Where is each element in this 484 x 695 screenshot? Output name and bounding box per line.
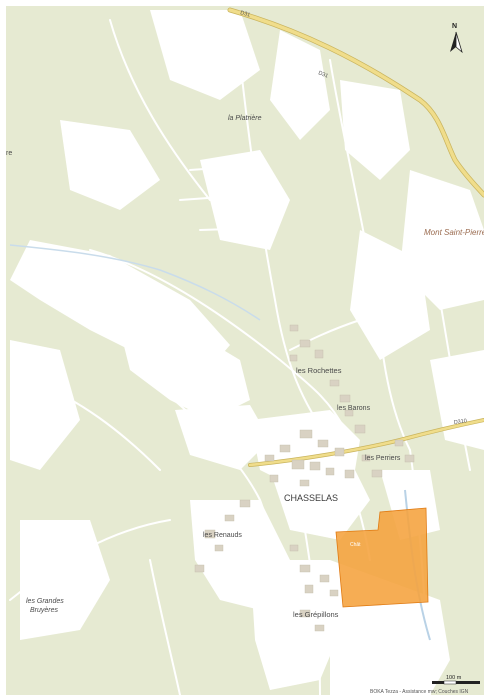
building <box>299 479 310 487</box>
building <box>319 574 330 583</box>
place-bruyeres-line2: Bruyères <box>30 607 59 614</box>
path-main-ns <box>239 59 371 561</box>
path-west-1 <box>29 379 161 471</box>
building <box>299 429 313 439</box>
field-south-2 <box>250 560 345 690</box>
building <box>314 624 325 632</box>
building <box>224 514 235 522</box>
building <box>299 609 311 618</box>
building <box>239 499 251 508</box>
path-grid-2 <box>179 194 251 201</box>
highlighted-zone[interactable] <box>335 507 429 608</box>
building <box>344 409 354 417</box>
building <box>204 529 216 539</box>
building <box>339 394 351 403</box>
building <box>334 447 345 457</box>
building <box>289 544 299 552</box>
place-la-platriere: la Platrière <box>228 115 262 122</box>
field-center-1 <box>120 330 250 420</box>
building <box>269 474 279 483</box>
field-west-strip <box>60 270 175 320</box>
place-edge-left: re <box>6 150 12 157</box>
north-arrow-left <box>450 32 456 52</box>
road-label-d310: D310 <box>453 418 467 426</box>
path-north-east <box>329 59 411 451</box>
building <box>291 459 305 470</box>
building <box>279 444 291 453</box>
map-buildings <box>194 324 415 632</box>
map-stream <box>9 244 261 321</box>
north-arrow-right <box>455 31 463 54</box>
building <box>299 564 311 573</box>
map-paths <box>9 19 471 695</box>
building <box>264 454 275 462</box>
building <box>289 354 298 362</box>
map-attribution: BOKA Tezza - Assistance mw; Couches IGN <box>370 689 469 695</box>
building <box>361 454 371 462</box>
building <box>304 584 314 594</box>
place-les-grepillons: les Grépillons <box>293 610 339 619</box>
building <box>299 339 311 348</box>
field-village-2 <box>270 460 370 540</box>
map-left-margin <box>0 0 6 695</box>
path-village-sw <box>149 379 286 641</box>
building <box>371 469 383 478</box>
path-west-2 <box>9 519 171 601</box>
path-grid-3 <box>199 227 266 231</box>
place-les-perriers: les Perriers <box>365 455 401 462</box>
building <box>309 461 321 471</box>
path-east-field <box>289 319 361 351</box>
building <box>314 349 324 359</box>
place-chasselas: CHASSELAS <box>284 493 338 503</box>
field-southwest <box>20 520 110 640</box>
building <box>325 467 335 476</box>
scale-bar-segment-1 <box>432 681 444 684</box>
map-top-margin <box>0 0 484 6</box>
road-label-d31: D31 <box>317 70 329 79</box>
scale-bar-segment-2 <box>443 680 457 685</box>
place-les-grandes-line1: les Grandes <box>26 598 64 605</box>
field-north-3 <box>340 80 410 180</box>
place-les-rochettes: les Rochettes <box>296 366 342 375</box>
building <box>214 544 224 552</box>
building <box>329 379 340 387</box>
path-southwest <box>149 559 181 695</box>
map-fields <box>10 10 484 695</box>
road-label-d31-north: D31 <box>239 10 250 18</box>
building <box>317 439 329 448</box>
north-arrow-icon: N <box>450 23 463 54</box>
field-north-2 <box>270 30 330 140</box>
field-mid-2 <box>60 120 160 210</box>
path-grid-1 <box>189 164 261 171</box>
road-d31 <box>228 8 484 197</box>
building <box>354 424 366 434</box>
zone-label: Chât <box>350 542 361 548</box>
path-north-west <box>109 19 211 201</box>
building <box>394 439 404 447</box>
building <box>344 469 355 479</box>
scale-bar-label: 100 m <box>446 675 462 681</box>
field-north-1 <box>150 10 260 100</box>
place-mont-saint-pierre: Mont Saint-Pierre <box>424 228 484 237</box>
building <box>289 324 299 332</box>
building <box>194 564 205 573</box>
scale-bar-segment-3 <box>456 681 480 684</box>
path-far-east <box>439 299 471 471</box>
building <box>329 589 339 597</box>
path-south <box>299 499 321 695</box>
place-les-barons: les Barons <box>337 405 371 412</box>
north-label: N <box>452 23 457 30</box>
building <box>404 454 415 463</box>
field-mid-1 <box>200 150 290 250</box>
scale-bar: 100 m <box>432 675 480 685</box>
field-far-west <box>10 340 80 470</box>
path-village-south <box>229 539 301 581</box>
place-les-renauds: les Renauds <box>203 532 242 539</box>
path-village-west <box>89 249 346 431</box>
